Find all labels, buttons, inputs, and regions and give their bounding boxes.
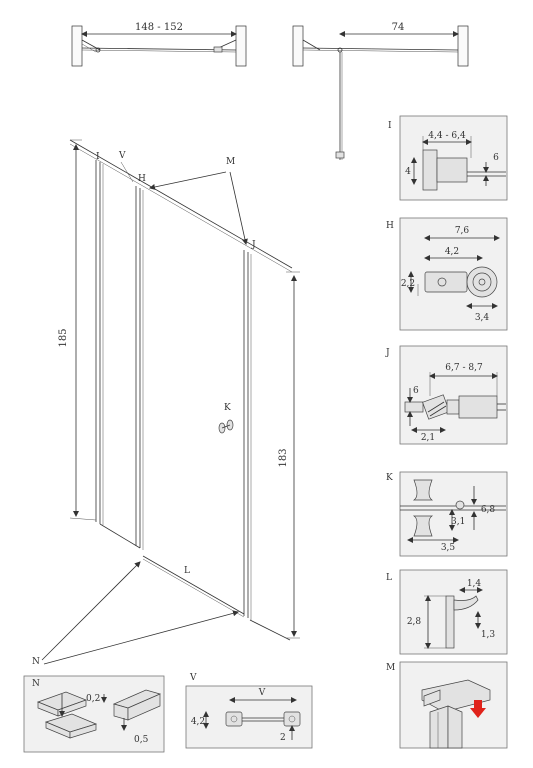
- detail-h-label: H: [386, 221, 394, 231]
- detail-k-bottom: 3,5: [441, 543, 456, 553]
- detail-k: K 6,8 3,1 3,5: [386, 471, 508, 557]
- detail-h-height: 2,2: [401, 279, 415, 289]
- detail-h-inner: 4,2: [445, 247, 459, 257]
- top-left-dimension: 148 - 152: [135, 22, 183, 33]
- marker-i: I: [96, 152, 100, 162]
- detail-n-gap: 0,2: [86, 694, 100, 704]
- detail-k-height: 6,8: [481, 505, 496, 515]
- detail-m: M: [386, 661, 508, 749]
- detail-m-label: M: [386, 663, 395, 673]
- detail-v-small: 2: [280, 733, 286, 743]
- door-perspective-view: 185 183 I V H M J K L N: [32, 139, 300, 667]
- marker-k: K: [224, 403, 231, 413]
- detail-i: I 4,4 - 6,4 4 6: [388, 115, 508, 201]
- detail-j: J 6,7 - 8,7 6 2,1: [385, 345, 508, 445]
- marker-j: J: [251, 240, 256, 250]
- door-height-left: 185: [58, 328, 69, 347]
- detail-l-label: L: [386, 573, 392, 583]
- top-view-left: 148 - 152: [71, 22, 247, 67]
- detail-j-height: 6: [413, 386, 419, 396]
- detail-h: H 7,6 4,2 2,2 3,4: [386, 217, 508, 331]
- detail-i-width: 4,4 - 6,4: [428, 131, 466, 141]
- top-view-right: 74: [292, 22, 469, 160]
- detail-i-height: 4: [405, 167, 411, 177]
- detail-v-height: 4,2: [191, 717, 205, 727]
- detail-n-thick: 0,5: [134, 735, 149, 745]
- detail-v-length: V: [258, 688, 266, 698]
- marker-l: L: [184, 566, 190, 576]
- detail-l: L 2,8 1,4 1,3: [386, 569, 508, 655]
- door-handle: [218, 419, 234, 434]
- detail-l-height: 2,8: [407, 617, 422, 627]
- detail-l-top: 1,4: [467, 579, 482, 589]
- detail-n: 0,2 0,5: [23, 675, 165, 753]
- marker-h: H: [138, 174, 146, 184]
- detail-i-side: 6: [493, 153, 499, 163]
- detail-v-label: V: [189, 673, 197, 683]
- detail-j-bottom: 2,1: [421, 433, 435, 443]
- marker-m: M: [226, 157, 235, 167]
- detail-j-label: J: [385, 348, 390, 358]
- down-arrow-icon: [470, 700, 486, 718]
- detail-v: V V 4,2 2: [185, 673, 313, 749]
- detail-j-range: 6,7 - 8,7: [445, 363, 483, 373]
- detail-h-total: 7,6: [455, 226, 470, 236]
- top-right-dimension: 74: [392, 22, 405, 33]
- detail-l-side: 1,3: [481, 630, 496, 640]
- marker-n: N: [32, 657, 40, 667]
- detail-k-label: K: [386, 473, 393, 483]
- detail-i-label: I: [388, 121, 392, 131]
- detail-k-mid: 3,1: [451, 517, 465, 527]
- door-height-right: 183: [278, 448, 289, 467]
- detail-h-bottom: 3,4: [475, 313, 490, 323]
- marker-v: V: [118, 151, 126, 161]
- detail-n-label: N: [32, 679, 40, 689]
